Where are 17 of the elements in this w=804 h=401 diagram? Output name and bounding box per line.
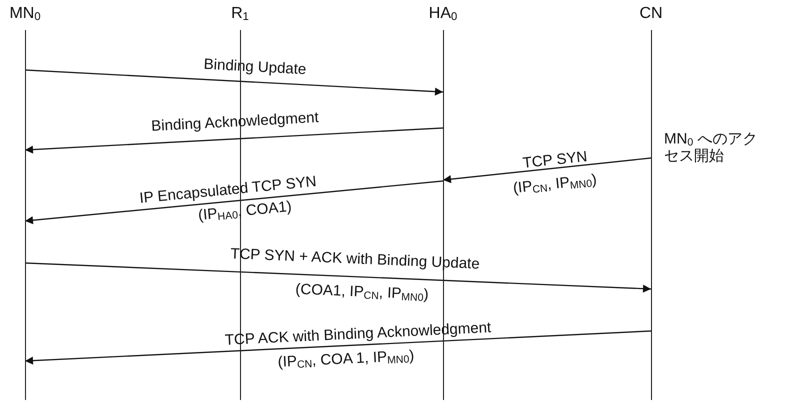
note-text: MN$_{0}$ へのアクセス開始: [664, 132, 758, 164]
participant-label: CN: [638, 4, 664, 24]
message-arrow: [24, 262, 652, 293]
message-label: Binding Acknowledgment: [150, 109, 320, 135]
message-label: Binding Update: [203, 56, 307, 78]
address-label: (COA1, IP$_{CN}$, IP$_{MN0}$): [295, 280, 429, 306]
message-arrow: [24, 127, 444, 154]
participant-label: MN$_{0}$: [8, 4, 42, 25]
message-arrow: [24, 69, 444, 96]
message-arrow: [24, 180, 444, 224]
message-label: TCP ACK with Binding Acknowledgment: [224, 319, 492, 349]
message-arrow: [442, 157, 652, 184]
message-label: TCP SYN: [522, 148, 588, 172]
participant-label: HA$_{0}$: [428, 4, 458, 25]
participant-label: R$_{1}$: [230, 4, 250, 25]
message-arrow: [24, 330, 652, 365]
message-label: TCP SYN + ACK with Binding Update: [230, 245, 480, 273]
